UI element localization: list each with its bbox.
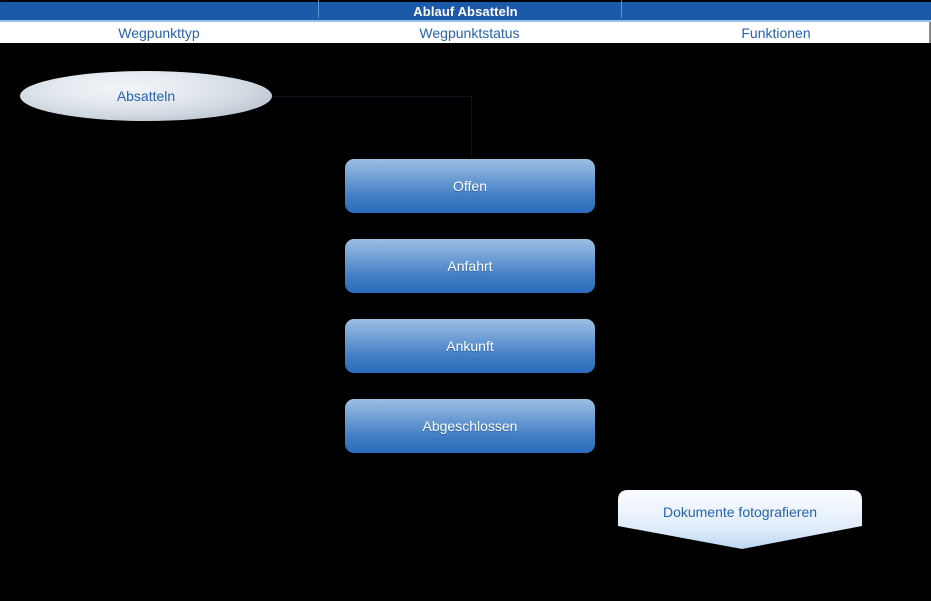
- title-bar-divider-1: [318, 0, 319, 18]
- status-node-label: Anfahrt: [447, 258, 493, 274]
- column-header-row: Wegpunkttyp Wegpunktstatus Funktionen: [0, 22, 931, 43]
- connector-horizontal: [272, 96, 472, 97]
- column-header-funktionen: Funktionen: [621, 22, 931, 43]
- waypoint-type-node-absatteln[interactable]: Absatteln: [20, 71, 272, 121]
- title-bar: Ablauf Absatteln: [0, 2, 931, 20]
- waypoint-type-label: Absatteln: [116, 88, 176, 104]
- function-node-dokumente-fotografieren[interactable]: Dokumente fotografieren: [618, 490, 862, 549]
- status-node-abgeschlossen[interactable]: Abgeschlossen: [345, 399, 595, 453]
- page-title: Ablauf Absatteln: [413, 3, 518, 19]
- title-bar-divider-2: [621, 0, 622, 18]
- status-node-anfahrt[interactable]: Anfahrt: [345, 239, 595, 293]
- status-node-offen[interactable]: Offen: [345, 159, 595, 213]
- connector-vertical: [471, 96, 472, 158]
- status-node-ankunft[interactable]: Ankunft: [345, 319, 595, 373]
- column-header-label: Wegpunkttyp: [118, 24, 200, 41]
- column-header-label: Wegpunktstatus: [419, 24, 520, 41]
- title-bar-underline: [0, 20, 931, 22]
- column-header-wegpunkttyp: Wegpunkttyp: [0, 22, 318, 43]
- status-node-label: Ankunft: [446, 338, 494, 354]
- banner-shape-icon: [618, 490, 862, 549]
- status-node-label: Abgeschlossen: [422, 418, 518, 434]
- column-header-wegpunktstatus: Wegpunktstatus: [318, 22, 621, 43]
- column-header-label: Funktionen: [741, 24, 811, 41]
- status-node-label: Offen: [453, 178, 487, 194]
- function-node-label: Dokumente fotografieren: [662, 504, 818, 520]
